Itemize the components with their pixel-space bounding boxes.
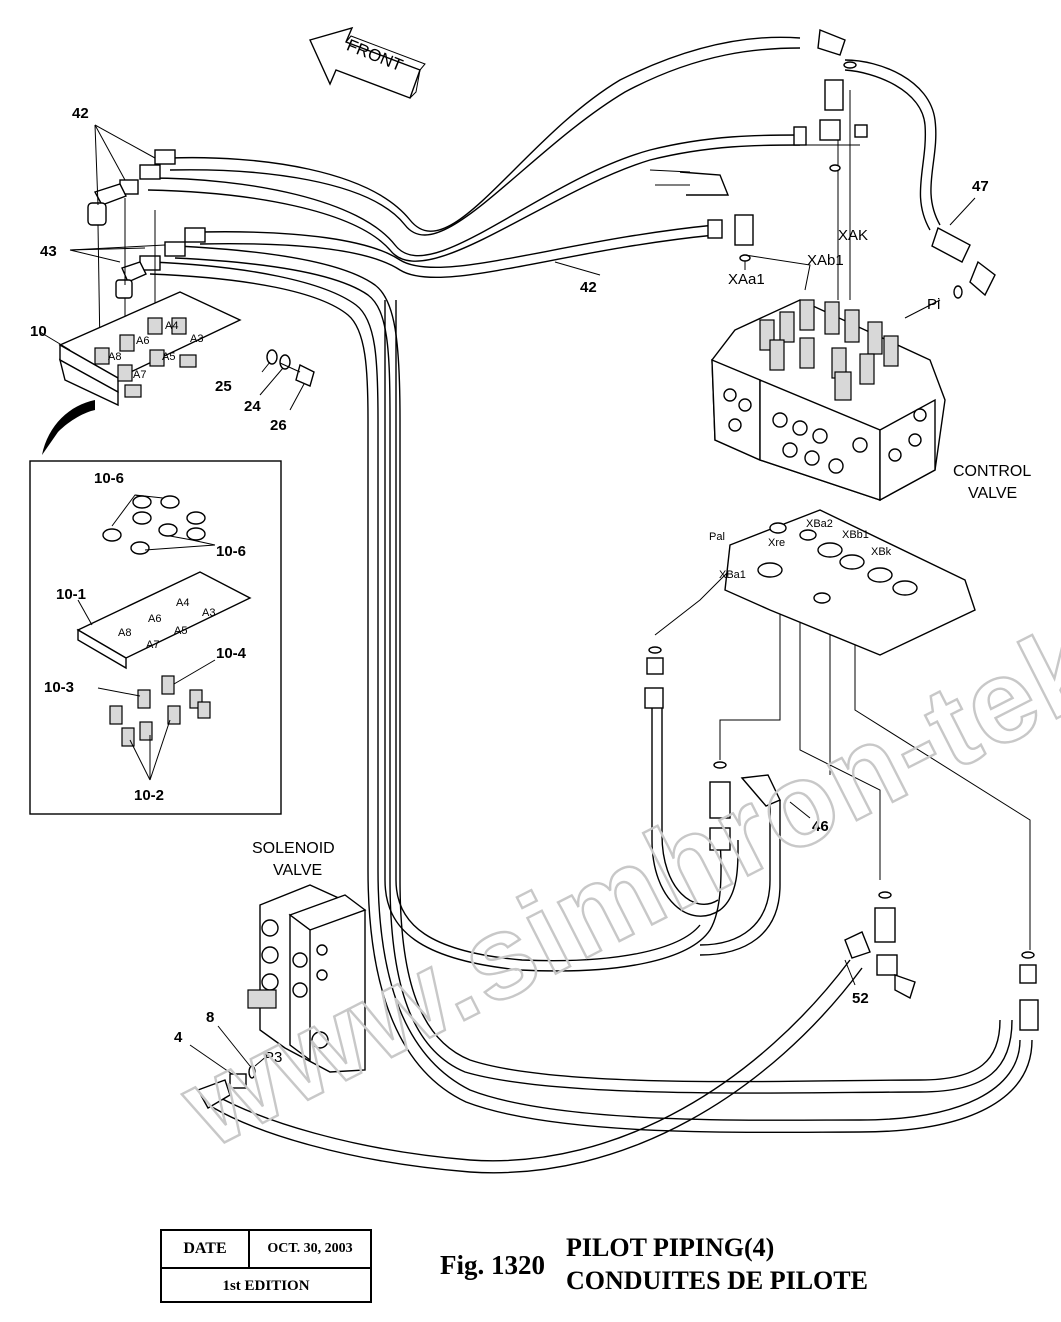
- detail-port-a4: A4: [176, 597, 189, 609]
- callout-10-2: 10-2: [134, 787, 164, 804]
- detail-port-a6: A6: [148, 613, 161, 625]
- callout-24: 24: [244, 398, 261, 415]
- callout-4: 4: [174, 1029, 183, 1046]
- date-label: DATE: [162, 1231, 250, 1267]
- plate-port-a3: A3: [190, 333, 203, 345]
- control-valve: [711, 299, 946, 502]
- port-p3-label: P3: [264, 1049, 282, 1066]
- callout-42-top: 42: [72, 105, 89, 122]
- detail-port-a8: A8: [118, 627, 131, 639]
- edition-label: 1st EDITION: [222, 1277, 310, 1294]
- detail-port-a3: A3: [202, 607, 215, 619]
- control-valve-label-1: CONTROL: [953, 463, 1031, 480]
- valve-mounting-face: [724, 509, 976, 656]
- port-xre-label: Xre: [768, 537, 785, 549]
- manifold-plate-10: A4 A3 A6 A5 A8 A7: [39, 291, 242, 407]
- callout-leaders-right: [554, 197, 976, 986]
- detail-port-a7: A7: [146, 639, 159, 651]
- callout-8: 8: [206, 1009, 214, 1026]
- callout-10-3: 10-3: [44, 679, 74, 696]
- solenoid-valve-label-2: VALVE: [273, 862, 322, 879]
- plate-port-a7: A7: [133, 369, 146, 381]
- hose-bundle-main: [147, 36, 1033, 1134]
- port-xbb1-label: XBb1: [842, 529, 869, 541]
- port-xba2-label: XBa2: [806, 518, 833, 530]
- solenoid-valve: [247, 884, 367, 1073]
- plate-port-a8: A8: [108, 351, 121, 363]
- port-pi-label: Pi: [927, 296, 940, 313]
- callout-42-mid: 42: [580, 279, 597, 296]
- port-pal-label: Pal: [709, 531, 725, 543]
- port-xak-label: XAK: [838, 227, 868, 244]
- detail-port-a5: A5: [174, 625, 187, 637]
- callout-10: 10: [30, 323, 47, 340]
- callout-52: 52: [852, 990, 869, 1007]
- figure-title-french: CONDUITES DE PILOTE: [566, 1266, 868, 1295]
- callout-26: 26: [270, 417, 287, 434]
- callout-10-6-right: 10-6: [216, 543, 246, 560]
- figure-number: Fig. 1320: [440, 1250, 545, 1280]
- port-xab1-label: XAb1: [807, 252, 844, 269]
- plate-port-a5: A5: [162, 351, 175, 363]
- callout-10-1: 10-1: [56, 586, 86, 603]
- port-xba1-label: XBa1: [719, 569, 746, 581]
- callout-25: 25: [215, 378, 232, 395]
- callout-47: 47: [972, 178, 989, 195]
- callout-46: 46: [812, 818, 829, 835]
- fittings-right: [644, 29, 1039, 1031]
- front-arrow: FRONT: [309, 26, 426, 99]
- bolt-washers: [259, 349, 315, 411]
- date-value: OCT. 30, 2003: [267, 1241, 353, 1256]
- hose-loops-right: [211, 59, 941, 1174]
- control-valve-label-2: VALVE: [968, 485, 1017, 502]
- port-leaders: [654, 90, 1031, 950]
- edition-info-box: DATE OCT. 30, 2003 1st EDITION: [160, 1229, 372, 1303]
- fitting-4-8: [189, 1025, 269, 1109]
- left-fittings: [87, 149, 206, 299]
- detail-pointer-arrow: [42, 400, 95, 455]
- port-xbk-label: XBk: [871, 546, 892, 558]
- callout-43: 43: [40, 243, 57, 260]
- callout-10-6-top: 10-6: [94, 470, 124, 487]
- plate-port-a4: A4: [165, 320, 178, 332]
- plate-port-a6: A6: [136, 335, 149, 347]
- figure-title-english: PILOT PIPING(4): [566, 1233, 775, 1262]
- port-xaa1-label: XAa1: [728, 271, 765, 288]
- callout-10-4: 10-4: [216, 645, 247, 662]
- detail-box: A4 A3 A6 A5 A8 A7: [29, 460, 282, 815]
- solenoid-valve-label-1: SOLENOID: [252, 840, 335, 857]
